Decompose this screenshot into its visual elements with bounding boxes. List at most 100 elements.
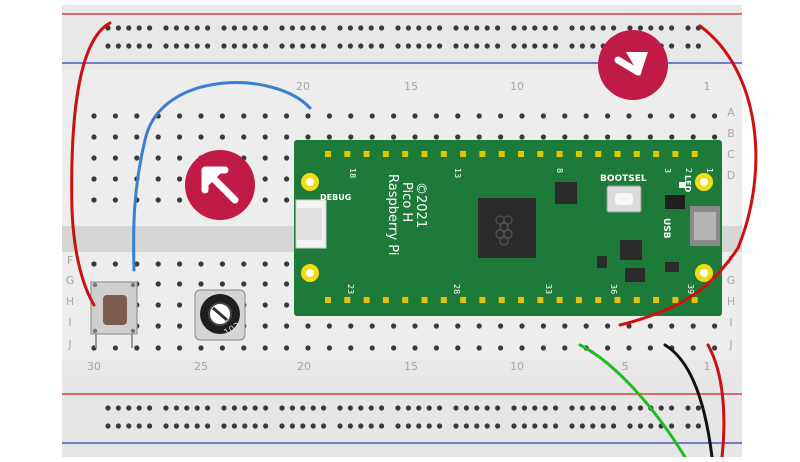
- breadboard-hole: [626, 134, 632, 140]
- breadboard-hole: [242, 405, 248, 411]
- col-number-bottom: 10: [510, 360, 524, 373]
- usb-connector-inner: [694, 212, 716, 240]
- breadboard-hole: [590, 423, 596, 429]
- breadboard-hole: [658, 405, 664, 411]
- breadboard-hole: [262, 197, 268, 203]
- breadboard-hole: [579, 25, 586, 31]
- breadboard-hole: [476, 134, 482, 140]
- breadboard-hole: [712, 113, 718, 119]
- breadboard-hole: [412, 113, 418, 119]
- breadboard-hole: [263, 405, 269, 411]
- breadboard-hole: [437, 405, 443, 411]
- breadboard-hole: [105, 423, 111, 429]
- breadboard-hole: [147, 43, 153, 49]
- breadboard-hole: [155, 134, 161, 140]
- breadboard-hole: [579, 423, 586, 429]
- arrow-right-icon: [598, 30, 668, 100]
- breadboard-hole: [177, 302, 183, 308]
- breadboard-hole: [147, 405, 153, 411]
- pico-pin: [440, 297, 447, 303]
- breadboard-hole: [173, 423, 179, 429]
- breadboard-hole: [155, 176, 161, 182]
- breadboard-hole: [627, 25, 633, 31]
- breadboard-hole: [532, 25, 538, 31]
- breadboard-hole: [136, 25, 142, 31]
- breadboard-hole: [219, 281, 225, 287]
- breadboard-hole: [540, 113, 547, 119]
- breadboard-hole: [626, 345, 632, 351]
- pin-label-bottom: 39: [686, 284, 695, 294]
- breadboard-hole: [305, 345, 311, 351]
- breadboard-hole: [184, 405, 190, 411]
- breadboard-hole: [231, 423, 237, 429]
- breadboard-hole: [379, 423, 385, 429]
- breadboard-hole: [590, 25, 596, 31]
- breadboard-hole: [136, 423, 142, 429]
- pico-pin: [537, 297, 544, 303]
- breadboard-hole: [369, 113, 375, 119]
- debug-label: DEBUG: [320, 193, 351, 202]
- breadboard-hole: [369, 323, 375, 329]
- breadboard-hole: [242, 423, 248, 429]
- pico-pin: [556, 151, 563, 157]
- breadboard-hole: [112, 345, 118, 351]
- breadboard-hole: [91, 134, 97, 140]
- breadboard-hole: [177, 134, 183, 140]
- breadboard-hole: [194, 423, 200, 429]
- breadboard-hole: [511, 423, 517, 429]
- breadboard-hole: [205, 405, 211, 411]
- pico-pin: [421, 151, 428, 157]
- breadboard-hole: [695, 423, 702, 429]
- pico-pin: [595, 297, 602, 303]
- breadboard-hole: [221, 405, 227, 411]
- breadboard-hole: [495, 25, 501, 31]
- col-number-bottom: 5: [622, 360, 629, 373]
- breadboard-hole: [326, 323, 332, 329]
- breadboard-hole: [463, 25, 469, 31]
- breadboard-hole: [690, 323, 696, 329]
- breadboard-hole: [412, 134, 418, 140]
- breadboard-hole: [453, 405, 459, 411]
- breadboard-hole: [173, 43, 179, 49]
- breadboard-hole: [600, 405, 606, 411]
- breadboard-hole: [198, 261, 204, 267]
- breadboard-hole: [241, 345, 247, 351]
- breadboard-hole: [647, 323, 654, 329]
- breadboard-hole: [583, 323, 589, 329]
- breadboard-hole: [326, 113, 332, 119]
- breadboard-hole: [134, 113, 140, 119]
- breadboard-hole: [369, 345, 375, 351]
- debug-connector-inner: [296, 208, 322, 240]
- breadboard-hole: [405, 405, 411, 411]
- pico-pin: [382, 297, 389, 303]
- breadboard-hole: [284, 261, 290, 267]
- breadboard-hole: [455, 345, 461, 351]
- breadboard-hole: [605, 323, 611, 329]
- pin-label-bottom: 23: [346, 284, 355, 294]
- breadboard-hole: [305, 323, 311, 329]
- breadboard-hole: [348, 345, 354, 351]
- breadboard-hole: [600, 25, 606, 31]
- breadboard-hole: [476, 113, 482, 119]
- breadboard-hole: [519, 113, 525, 119]
- breadboard-hole: [326, 345, 332, 351]
- breadboard-hole: [347, 405, 353, 411]
- breadboard-hole: [658, 25, 664, 31]
- breadboard-hole: [136, 405, 142, 411]
- breadboard-hole: [284, 345, 290, 351]
- breadboard-hole: [300, 25, 306, 31]
- breadboard-hole: [321, 423, 327, 429]
- pico-pin: [363, 297, 370, 303]
- row-letter-right: F: [728, 254, 734, 267]
- col-number-bottom: 1: [704, 360, 711, 373]
- small-component: [665, 262, 679, 272]
- breadboard-hole: [498, 134, 504, 140]
- breadboard-hole: [690, 345, 696, 351]
- breadboard-hole: [368, 43, 374, 49]
- breadboard-hole: [262, 113, 268, 119]
- breadboard-hole: [205, 423, 211, 429]
- breadboard-hole: [453, 43, 459, 49]
- breadboard-hole: [553, 405, 559, 411]
- breadboard-hole: [368, 405, 374, 411]
- breadboard-hole: [611, 423, 617, 429]
